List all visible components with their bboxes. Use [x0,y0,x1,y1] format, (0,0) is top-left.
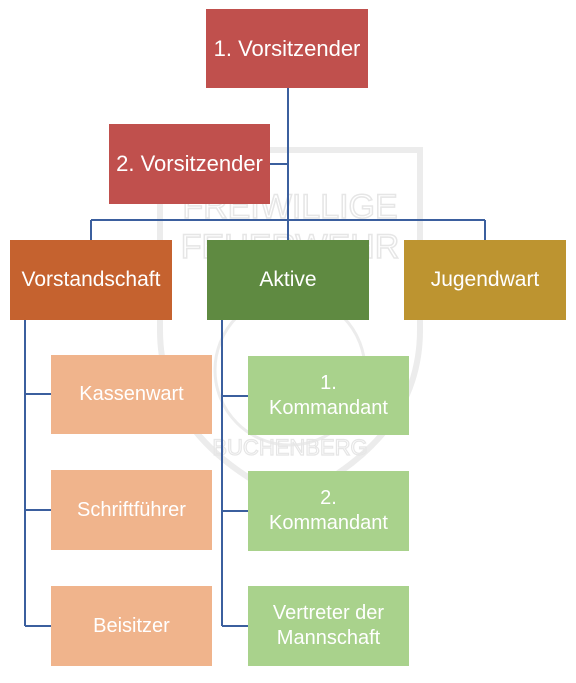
label-first-commander: 1. Kommandant [269,371,388,419]
box-board: Vorstandschaft [10,240,172,320]
label-active: Aktive [259,267,317,291]
box-secretary: Schriftführer [51,470,212,550]
box-second-chair: 2. Vorsitzender [109,124,270,204]
label-second-chair: 2. Vorsitzender [116,151,263,177]
box-crew-representative: Vertreter der Mannschaft [248,586,409,666]
box-assessor: Beisitzer [51,586,212,666]
box-treasurer: Kassenwart [51,355,212,434]
label-first-chair: 1. Vorsitzender [213,35,361,61]
box-first-chair: 1. Vorsitzender [206,9,368,88]
label-youth-warden: Jugendwart [430,267,540,291]
label-board: Vorstandschaft [21,267,161,291]
label-treasurer: Kassenwart [79,383,184,405]
label-assessor: Beisitzer [93,614,170,637]
label-second-commander: 2. Kommandant [269,487,388,534]
label-crew-representative: Vertreter der Mannschaft [272,602,385,649]
box-youth-warden: Jugendwart [404,240,566,320]
box-active: Aktive [207,240,369,320]
label-secretary: Schriftführer [77,498,186,521]
box-first-commander: 1. Kommandant [248,356,409,435]
box-second-commander: 2. Kommandant [248,471,409,551]
